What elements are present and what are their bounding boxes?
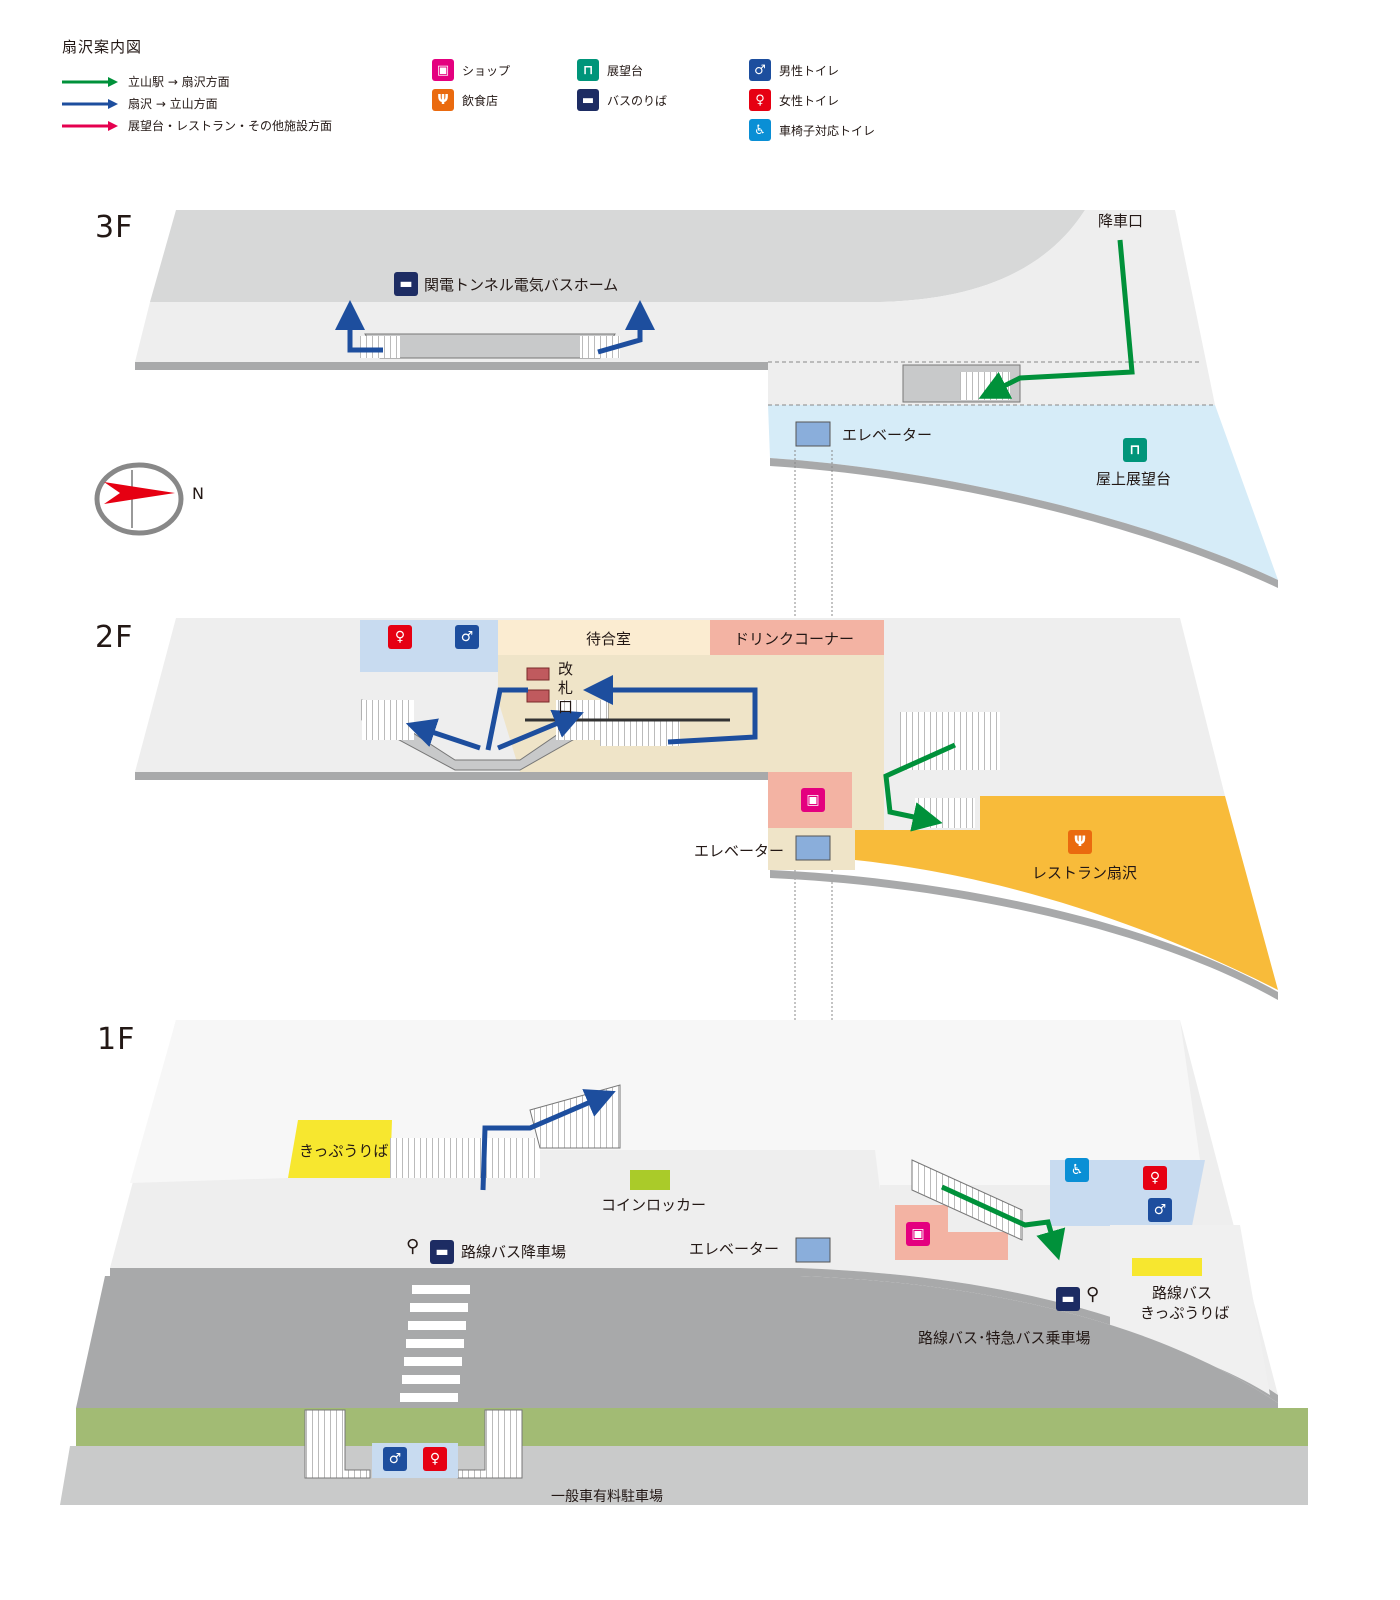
- female-toilet-icon: ♀: [388, 625, 412, 649]
- legend-male-toilet: ♂ 男性トイレ: [749, 59, 839, 81]
- restaurant-label: レストラン扇沢: [1032, 864, 1138, 882]
- legend-observation: ⊓ 展望台: [577, 59, 643, 81]
- legend-bus: ▬ バスのりば: [577, 89, 667, 111]
- legend-restaurant: Ψ 飲食店: [432, 89, 498, 111]
- bus-icon: ▬: [1056, 1287, 1080, 1311]
- floor-1f-label: 1F: [97, 1022, 136, 1057]
- observation-deck-icon: ⊓: [1123, 438, 1147, 462]
- map-title: 扇沢案内図: [62, 38, 143, 56]
- legend-shop: ▣ ショップ: [432, 59, 510, 81]
- female-toilet-icon: ♀: [1143, 1166, 1167, 1190]
- bus-boarding-label: 路線バス･特急バス乗車場: [918, 1329, 1091, 1347]
- legend-route-green: 立山駅 → 扇沢方面: [62, 73, 230, 90]
- elevator-1f-label: エレベーター: [689, 1240, 780, 1258]
- bus-ticket-label-line1: 路線バス: [1152, 1284, 1213, 1302]
- elevator-3f-label: エレベーター: [842, 426, 933, 444]
- bus-home-label: 関電トンネル電気バスホーム: [424, 276, 619, 294]
- bus-ticket-label-line2: きっぷうりば: [1140, 1304, 1230, 1322]
- ticket-gate-label: 改札口: [558, 660, 574, 716]
- bus-stop-pin-icon: ⚲: [406, 1236, 420, 1257]
- legend-icon-label: 飲食店: [462, 93, 499, 108]
- compass-icon: [94, 462, 184, 536]
- exit-label: 降車口: [1098, 212, 1144, 230]
- legend-route-blue: 扇沢 → 立山方面: [62, 95, 218, 112]
- legend-icon-label: 男性トイレ: [779, 63, 840, 78]
- male-toilet-icon: ♂: [1148, 1198, 1172, 1222]
- compass-north-label: N: [192, 484, 204, 503]
- bus-icon: ▬: [394, 272, 418, 296]
- legend-wheelchair-toilet: ♿ 車椅子対応トイレ: [749, 119, 875, 141]
- rooftop-deck-label: 屋上展望台: [1096, 470, 1172, 488]
- male-toilet-icon: ♂: [383, 1447, 407, 1471]
- legend-route-label: 展望台・レストラン・その他施設方面: [128, 119, 333, 133]
- legend-icon-label: 展望台: [607, 63, 644, 78]
- legend-route-label: 扇沢 → 立山方面: [128, 97, 218, 111]
- bus-stop-pin-icon: ⚲: [1086, 1284, 1100, 1305]
- parking-label: 一般車有料駐車場: [551, 1489, 663, 1505]
- bus-icon: ▬: [430, 1240, 454, 1264]
- drink-corner-label: ドリンクコーナー: [734, 630, 855, 648]
- restaurant-icon: Ψ: [1068, 830, 1092, 854]
- observation-deck-icon: ⊓: [577, 59, 599, 81]
- elevator-2f-label: エレベーター: [694, 842, 785, 860]
- legend-route-label: 立山駅 → 扇沢方面: [128, 75, 230, 89]
- legend-icon-label: ショップ: [462, 63, 511, 78]
- legend-icon-label: バスのりば: [607, 93, 668, 108]
- male-toilet-icon: ♂: [749, 59, 771, 81]
- legend-route-red: 展望台・レストラン・その他施設方面: [62, 117, 332, 134]
- shop-bag-icon: ▣: [906, 1222, 930, 1246]
- wheelchair-toilet-icon: ♿: [1065, 1158, 1089, 1182]
- male-toilet-icon: ♂: [455, 625, 479, 649]
- bus-alight-label: 路線バス降車場: [461, 1243, 567, 1261]
- restaurant-icon: Ψ: [432, 89, 454, 111]
- floor-3f-plan: [135, 210, 1278, 588]
- coin-locker-label: コインロッカー: [601, 1196, 707, 1214]
- bus-icon: ▬: [577, 89, 599, 111]
- legend-icon-label: 女性トイレ: [779, 93, 840, 108]
- ticket-office-label: きっぷうりば: [299, 1142, 389, 1160]
- legend-female-toilet: ♀ 女性トイレ: [749, 89, 839, 111]
- floor-1f-plan: [60, 1020, 1308, 1505]
- legend-icon-label: 車椅子対応トイレ: [779, 123, 876, 138]
- female-toilet-icon: ♀: [423, 1447, 447, 1471]
- waiting-room-label: 待合室: [586, 630, 632, 648]
- shop-bag-icon: ▣: [801, 788, 825, 812]
- floor-2f-label: 2F: [95, 620, 134, 655]
- floor-3f-label: 3F: [95, 210, 134, 245]
- shop-bag-icon: ▣: [432, 59, 454, 81]
- floor-2f-plan: [135, 618, 1278, 1000]
- wheelchair-toilet-icon: ♿: [749, 119, 771, 141]
- female-toilet-icon: ♀: [749, 89, 771, 111]
